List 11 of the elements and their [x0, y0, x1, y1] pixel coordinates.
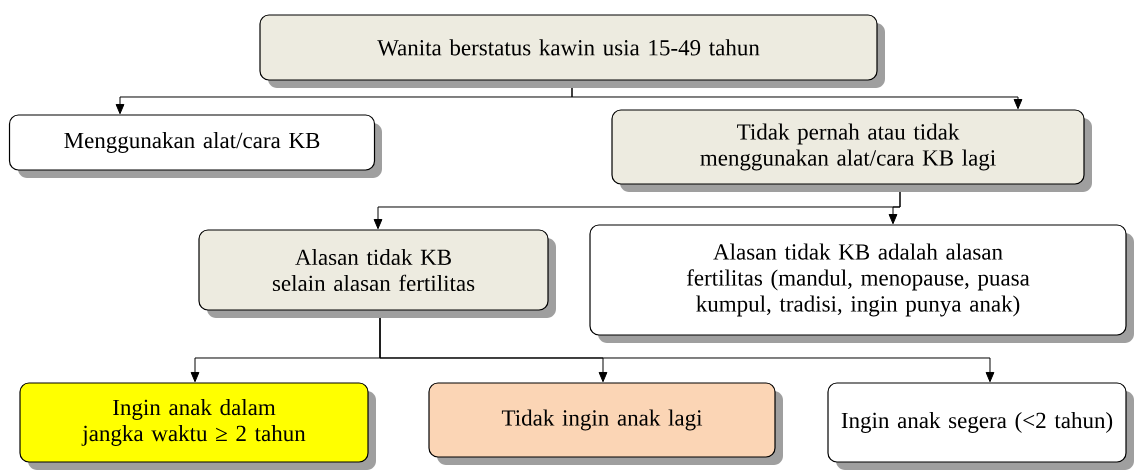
process-box: Wanita berstatus kawin usia 15-49 tahun — [259, 14, 885, 88]
process-box: Alasan tidak KB selain alasan fertilitas — [198, 229, 556, 318]
process-box: Alasan tidak KB adalah alasan fertilitas (mandul, menopause, puasa kumpul, tradisi, ingin punya anak) — [589, 224, 1134, 343]
arrow — [888, 191, 901, 225]
process-box: Tidak pernah atau tidak menggunakan alat/cara KB lagi — [611, 109, 1092, 192]
process-box: Ingin anak segera (<2 tahun) — [827, 382, 1134, 470]
arrow — [379, 317, 995, 383]
process-box: Tidak ingin anak lagi — [428, 382, 783, 465]
arrow — [571, 87, 1023, 110]
process-box: Menggunakan alat/cara KB — [8, 114, 382, 178]
process-box: Ingin anak dalam jangka waktu ≥ 2 tahun — [19, 382, 376, 470]
